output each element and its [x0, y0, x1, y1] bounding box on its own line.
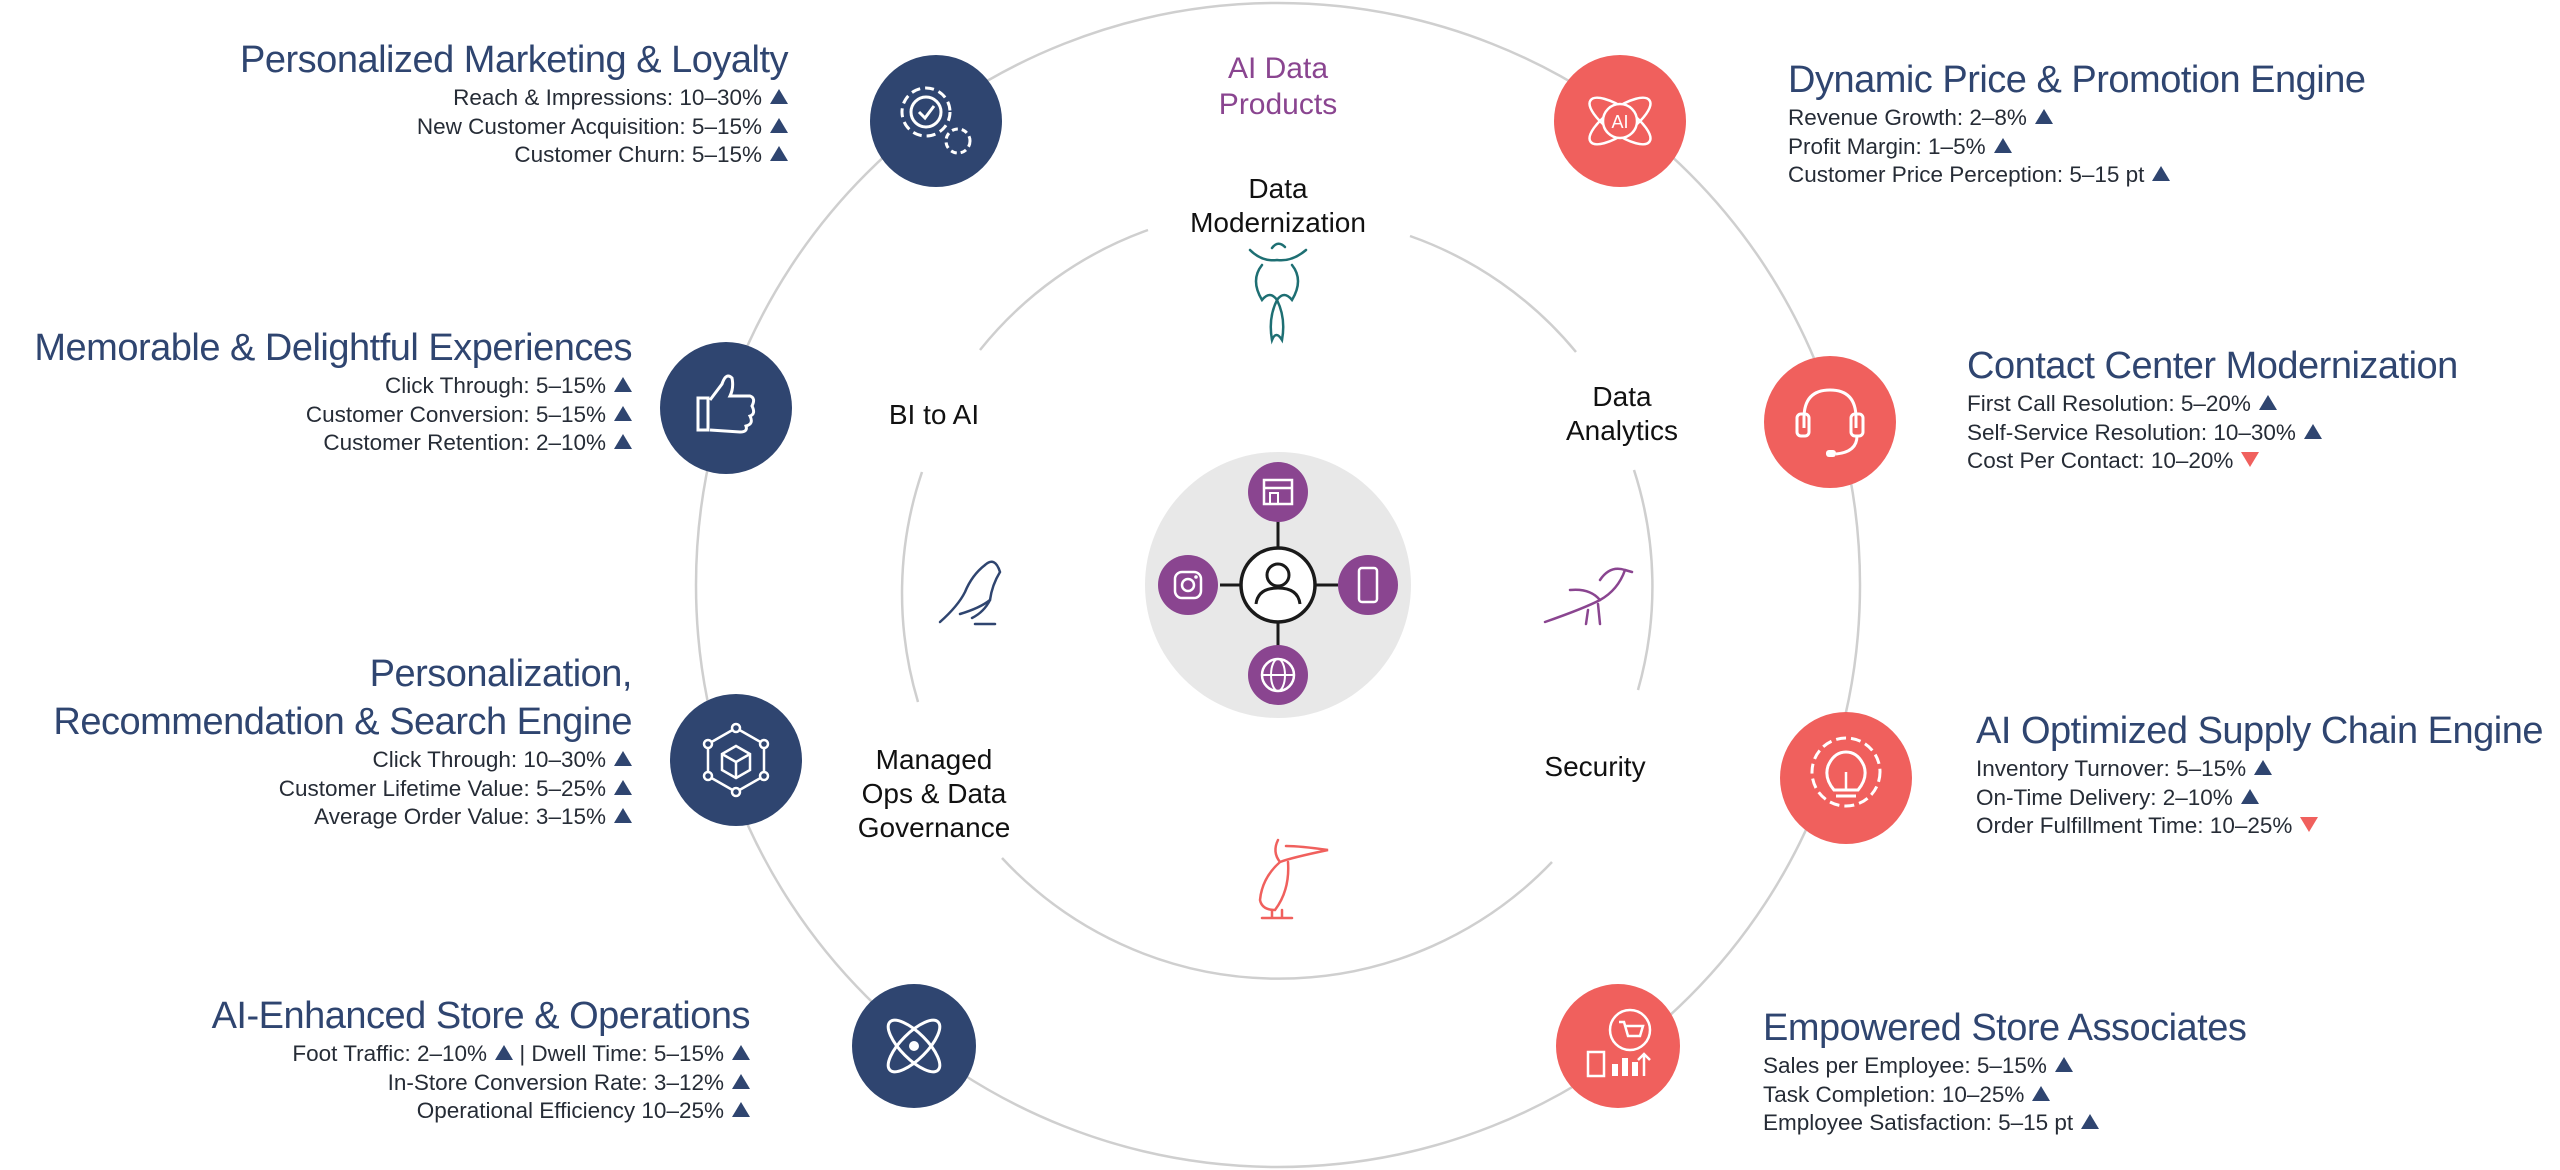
trend-down-icon: [2241, 452, 2260, 467]
trend-up-icon: [2034, 109, 2053, 124]
metric-line: Average Order Value: 3–15%: [0, 803, 632, 832]
trend-up-icon: [732, 1073, 750, 1089]
cube-network-icon: [670, 694, 802, 826]
trend-up-icon: [770, 117, 788, 133]
trend-up-icon: [2254, 760, 2273, 775]
metric-line: Order Fulfillment Time: 10–25%: [1976, 812, 2560, 841]
store-icon: [1248, 462, 1308, 522]
metric-line: First Call Resolution: 5–20%: [1967, 390, 2560, 419]
trend-up-icon: [614, 779, 632, 795]
feature-store-associates: Empowered Store Associates Sales per Emp…: [1763, 1004, 2560, 1138]
metric-line: Foot Traffic: 2–10% | Dwell Time: 5–15%: [0, 1040, 750, 1069]
feature-ai-store-ops: AI-Enhanced Store & Operations Foot Traf…: [0, 992, 751, 1126]
trend-up-icon: [770, 89, 788, 104]
metric-line: Reach & Impressions: 10–30%: [0, 84, 788, 113]
outer-ring: [694, 1, 1862, 1169]
atom-orbit-icon: [852, 984, 976, 1108]
trend-up-icon: [2032, 1085, 2051, 1101]
metric-line: In-Store Conversion Rate: 3–12%: [0, 1069, 750, 1098]
thumbs-up-icon: [660, 342, 792, 474]
metric-line: Customer Retention: 2–10%: [0, 429, 632, 458]
feature-title: Dynamic Price & Promotion Engine: [1788, 59, 2366, 101]
feature-title: AI Optimized Supply Chain Engine: [1976, 710, 2544, 752]
trend-up-icon: [614, 751, 632, 766]
feature-contact-center: Contact Center Modernization First Call …: [1967, 342, 2560, 476]
gear-check-icon: [870, 55, 1002, 187]
pelican-icon: [1258, 838, 1329, 920]
headset-icon: [1764, 356, 1896, 488]
metric-line: Click Through: 10–30%: [0, 746, 632, 775]
ring-label-data-modernization: Data Modernization: [1190, 173, 1366, 238]
trend-up-icon: [732, 1045, 750, 1060]
metric-line: Operational Efficiency 10–25%: [0, 1097, 750, 1126]
ring-label-bi-to-ai: BI to AI: [888, 399, 980, 430]
ring-label-security: Security: [1544, 751, 1646, 782]
metric-line: Task Completion: 10–25%: [1763, 1081, 2560, 1110]
feature-title: Personalization, Recommendation & Search…: [53, 653, 632, 743]
trend-up-icon: [495, 1045, 514, 1060]
trend-up-icon: [732, 1102, 750, 1117]
metric-line: Self-Service Resolution: 10–30%: [1967, 419, 2560, 448]
metric-line: Customer Conversion: 5–15%: [0, 401, 632, 430]
ring-label-managed-ops: Managed Ops & Data Governance: [857, 744, 1011, 843]
metric-line: Sales per Employee: 5–15%: [1763, 1052, 2560, 1081]
feature-title: AI-Enhanced Store & Operations: [211, 995, 751, 1037]
feature-title: Memorable & Delightful Experiences: [34, 327, 632, 369]
globe-www-icon: [1248, 645, 1308, 705]
instagram-icon: [1158, 555, 1218, 615]
svg-text:AI: AI: [1611, 112, 1628, 132]
metric-line: On-Time Delivery: 2–10%: [1976, 784, 2560, 813]
trend-up-icon: [2303, 423, 2322, 439]
lightbulb-gear-icon: [1780, 712, 1912, 844]
trend-up-icon: [614, 808, 632, 823]
feature-personalization-engine: Personalization, Recommendation & Search…: [0, 650, 632, 832]
mobile-phone-icon: [1338, 555, 1398, 615]
metric-line: Customer Price Perception: 5–15 pt: [1788, 161, 2560, 190]
trend-up-icon: [2081, 1114, 2100, 1129]
customer-hub: [1145, 452, 1411, 718]
inner-ring: [900, 228, 1654, 980]
metric-line: Click Through: 5–15%: [0, 372, 632, 401]
feature-dynamic-price: Dynamic Price & Promotion Engine Revenue…: [1788, 56, 2560, 190]
trend-up-icon: [2240, 788, 2259, 804]
feature-title: Contact Center Modernization: [1967, 345, 2458, 387]
feature-supply-chain: AI Optimized Supply Chain Engine Invento…: [1976, 707, 2560, 841]
ring-label-data-analytics: Data Analytics: [1565, 381, 1679, 446]
trend-up-icon: [1993, 137, 2012, 153]
trend-up-icon: [614, 434, 632, 449]
feature-memorable-experiences: Memorable & Delightful Experiences Click…: [0, 324, 632, 458]
trend-up-icon: [614, 377, 632, 392]
trend-up-icon: [2152, 166, 2171, 181]
ai-data-products-label: AI Data Products: [1218, 52, 1338, 121]
trend-down-icon: [2300, 817, 2319, 832]
eagle-icon: [938, 560, 1002, 626]
phoenix-icon: [1248, 242, 1308, 345]
trend-up-icon: [2054, 1057, 2073, 1072]
feature-title: Personalized Marketing & Loyalty: [240, 39, 788, 81]
customer-person-icon: [1239, 546, 1317, 624]
metric-line: Inventory Turnover: 5–15%: [1976, 755, 2560, 784]
trend-up-icon: [2258, 395, 2277, 410]
metric-line: Revenue Growth: 2–8%: [1788, 104, 2560, 133]
sparrow-icon: [1543, 567, 1634, 626]
metric-line: Customer Churn: 5–15%: [0, 141, 788, 170]
metric-line: Customer Lifetime Value: 5–25%: [0, 775, 632, 804]
metric-line: Profit Margin: 1–5%: [1788, 133, 2560, 162]
trend-up-icon: [614, 405, 632, 421]
trend-up-icon: [770, 146, 788, 161]
metric-line: Cost Per Contact: 10–20%: [1967, 447, 2560, 476]
feature-title: Empowered Store Associates: [1763, 1007, 2247, 1049]
metric-line: Employee Satisfaction: 5–15 pt: [1763, 1109, 2560, 1138]
ai-atom-icon: AI: [1554, 55, 1686, 187]
metric-line: New Customer Acquisition: 5–15%: [0, 113, 788, 142]
feature-personalized-marketing: Personalized Marketing & Loyalty Reach &…: [0, 36, 788, 170]
cart-growth-icon: [1556, 984, 1680, 1108]
